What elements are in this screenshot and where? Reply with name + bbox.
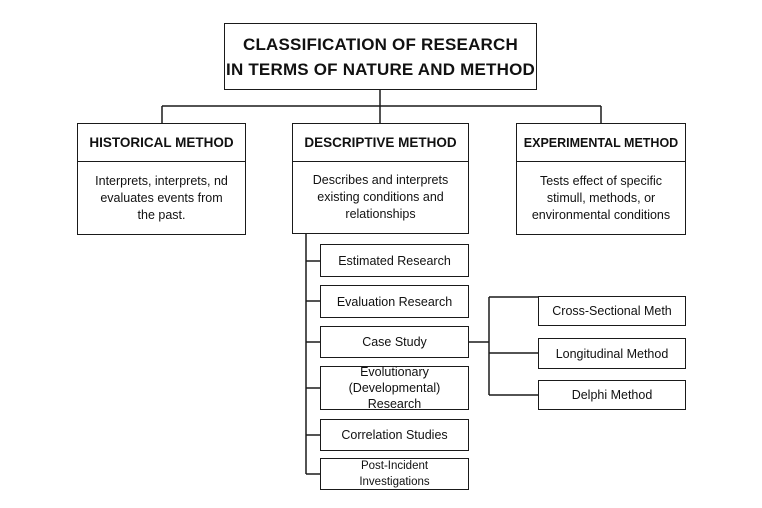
historical-method-heading: HISTORICAL METHOD	[78, 124, 245, 162]
title-line-2: IN TERMS OF NATURE AND METHOD	[226, 59, 535, 79]
descriptive-method-heading: DESCRIPTIVE METHOD	[293, 124, 468, 162]
title-line-1: CLASSIFICATION OF RESEARCH	[242, 34, 518, 54]
descriptive-type-correlation-studies: Correlation Studies	[320, 419, 469, 451]
descriptive-type-case-study: Case Study	[320, 326, 469, 358]
case-study-type-delphi: Delphi Method	[538, 380, 686, 410]
descriptive-type-evolutionary-research: Evolutionary (Developmental) Research	[320, 365, 469, 411]
historical-method-box: HISTORICAL METHOD Interprets, interprets…	[77, 123, 246, 235]
experimental-method-heading: EXPERIMENTAL METHOD	[517, 124, 685, 162]
descriptive-method-box: DESCRIPTIVE METHOD Describes and interpr…	[292, 123, 469, 234]
diagram-title-box: CLASSIFICATION OF RESEARCH IN TERMS OF N…	[224, 23, 537, 90]
experimental-method-box: EXPERIMENTAL METHOD Tests effect of spec…	[516, 123, 686, 235]
historical-method-description: Interprets, interprets, nd evaluates eve…	[95, 173, 228, 222]
experimental-method-description: Tests effect of specific stimull, method…	[531, 173, 671, 222]
descriptive-type-evaluation-research: Evaluation Research	[320, 285, 469, 318]
descriptive-method-description: Describes and interprets existing condit…	[312, 173, 449, 221]
case-study-type-longitudinal: Longitudinal Method	[538, 338, 686, 369]
case-study-type-cross-sectional: Cross-Sectional Meth	[538, 296, 686, 326]
descriptive-type-post-incident-investigations: Post-Incident Investigations	[320, 458, 469, 490]
descriptive-type-estimated-research: Estimated Research	[320, 244, 469, 277]
